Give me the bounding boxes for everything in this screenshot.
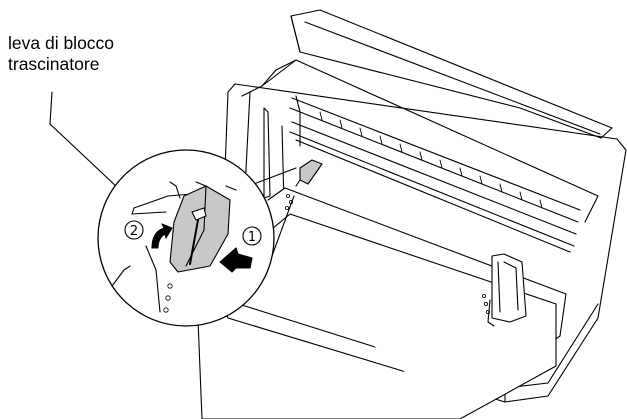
step-marker-1: 1 <box>242 226 262 246</box>
callout-label-line-1: leva di blocco <box>8 33 115 53</box>
magnifier-detail <box>97 149 275 327</box>
arrow-up-icon <box>151 223 173 249</box>
tractor-lock-lever <box>169 185 231 273</box>
svg-text:1: 1 <box>248 230 256 245</box>
callout-label-line-2: trascinatore <box>8 54 100 74</box>
callout-label: leva di blocco trascinatore <box>8 33 114 75</box>
printer-body <box>219 9 627 403</box>
step-marker-2: 2 <box>124 220 144 240</box>
left-tractor-small <box>295 159 323 187</box>
right-tractor <box>487 253 527 327</box>
platen-roller <box>263 95 581 253</box>
svg-text:2: 2 <box>130 224 138 239</box>
paper-guide-scale <box>319 111 543 209</box>
arrow-left-icon <box>219 247 253 273</box>
